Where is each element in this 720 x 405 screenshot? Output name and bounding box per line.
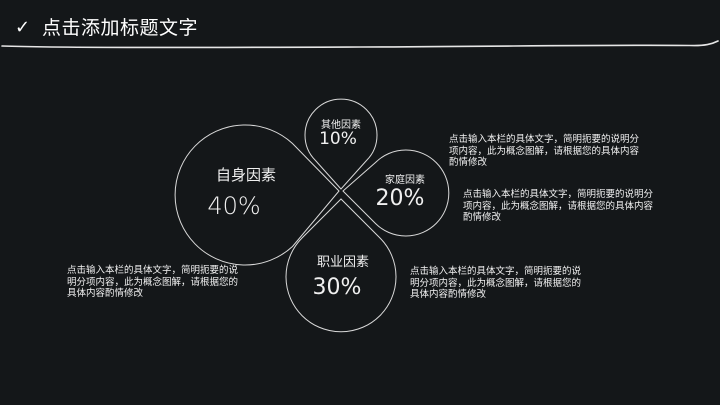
- description-top-right[interactable]: 点击输入本栏的具体文字，简明扼要的说明分项内容，此为概念图解，请根据您的具体内容…: [449, 134, 640, 168]
- teardrop-career: [285, 198, 397, 333]
- factor-family-percent: 20%: [375, 186, 425, 211]
- description-bottom-left[interactable]: 点击输入本栏的具体文字，简明扼要的说明分项内容，此为概念图解，请根据您的具体内容…: [67, 265, 239, 299]
- factor-other-percent: 10%: [319, 129, 357, 149]
- factor-self-percent: 40%: [207, 192, 261, 220]
- title-underline: [1, 40, 719, 49]
- factor-career-percent: 30%: [312, 275, 362, 300]
- factor-other-name: 其他因素: [321, 120, 361, 131]
- check-icon: ✓: [15, 17, 31, 38]
- factor-career-name: 职业因素: [316, 255, 370, 270]
- teardrop-self: [174, 124, 340, 266]
- description-middle-right[interactable]: 点击输入本栏的具体文字，简明扼要的说明分项内容，此为概念图解，请根据您的具体内容…: [463, 189, 654, 223]
- teardrop-other: [304, 98, 378, 190]
- factor-self-name: 自身因素: [215, 166, 277, 184]
- slide-title[interactable]: 点击添加标题文字: [42, 17, 199, 39]
- factor-family-name: 家庭因素: [385, 175, 425, 186]
- teardrop-family: [342, 149, 450, 237]
- description-bottom-right[interactable]: 点击输入本栏的具体文字，简明扼要的说明分项内容，此为概念图解，请根据您的具体内容…: [410, 266, 582, 300]
- title-bar: ✓ 点击添加标题文字: [0, 0, 720, 52]
